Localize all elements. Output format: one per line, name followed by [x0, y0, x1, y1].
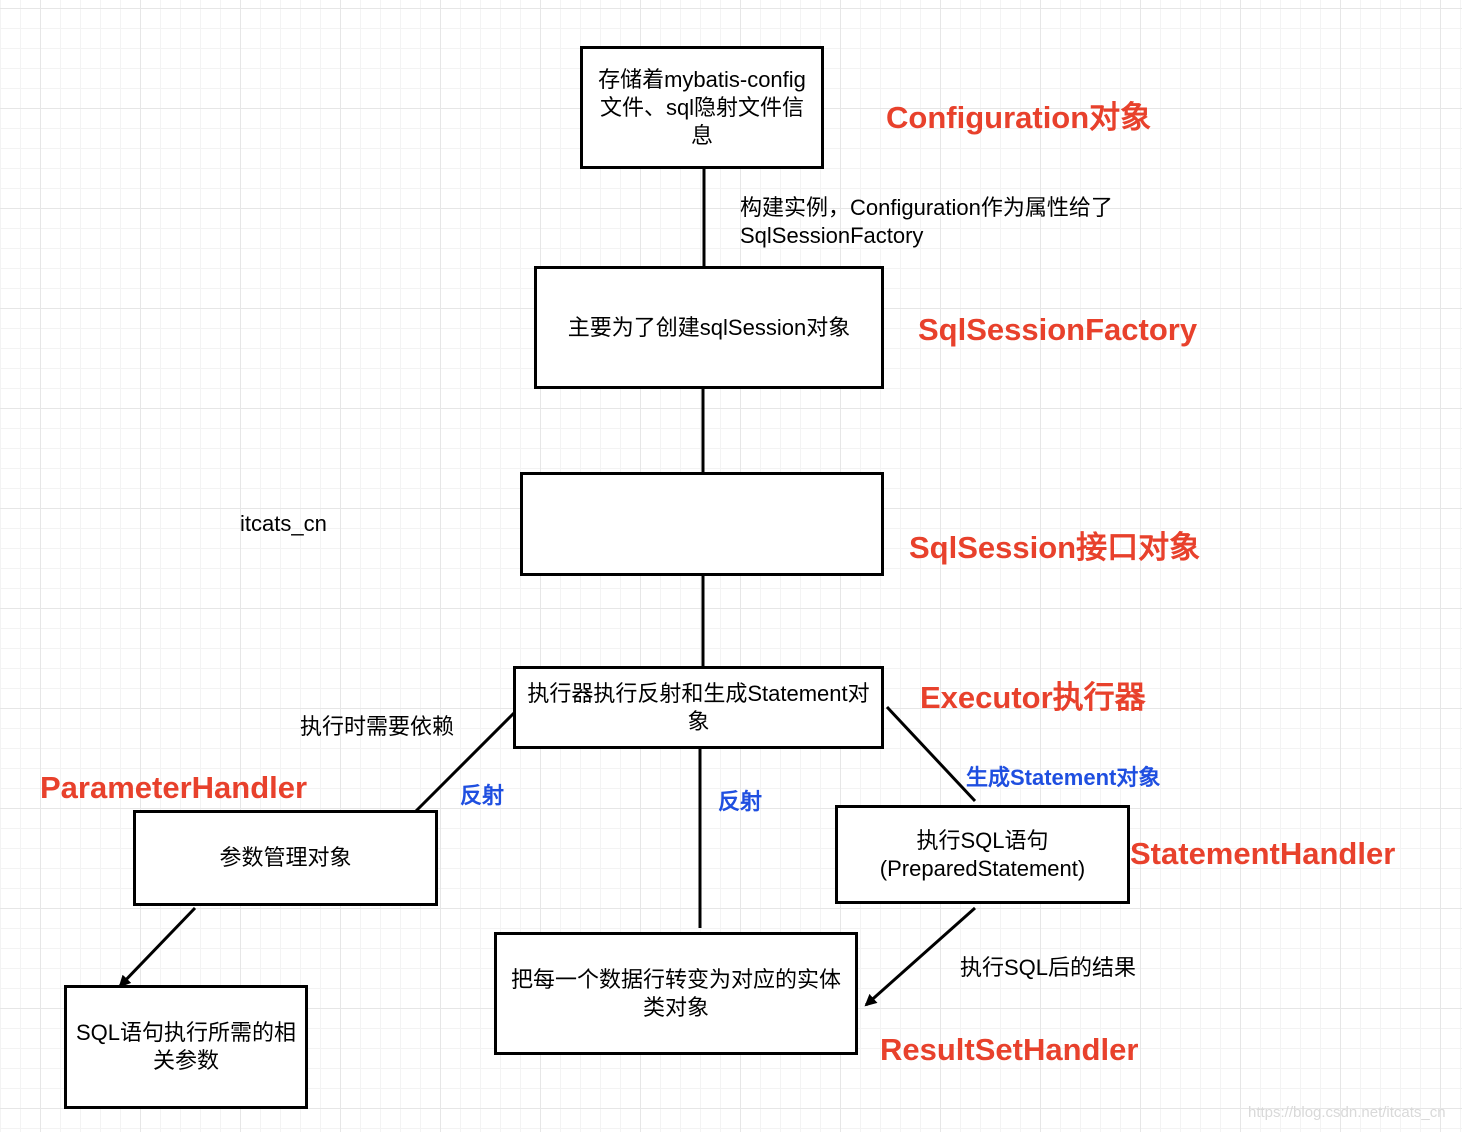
edge-label-gen-statement: 生成Statement对象	[966, 765, 1161, 790]
sqlsessionfactory-node-text: 主要为了创建sqlSession对象	[567, 314, 851, 340]
edge-executor-to-param	[414, 711, 516, 813]
statementhandler-node-text: 执行SQL语句(PreparedStatement)	[879, 827, 1086, 881]
executor-node-text: 执行器执行反射和生成Statement对象	[527, 680, 870, 734]
title-sqlsession: SqlSession接口对象	[909, 530, 1201, 565]
edge-label-dependency: 执行时需要依赖	[300, 714, 455, 739]
title-resultsethandler: ResultSetHandler	[880, 1032, 1139, 1067]
parameterhandler-node-text: 参数管理对象	[219, 845, 352, 870]
configuration-node[interactable]: 存储着mybatis-config文件、sql隐射文件信息	[580, 46, 824, 169]
resultsethandler-node-text: 把每一个数据行转变为对应的实体类对象	[510, 966, 841, 1020]
edge-label-reflect-middle: 反射	[718, 789, 763, 814]
title-executor: Executor执行器	[920, 680, 1146, 715]
sqlparams-node-text: SQL语句执行所需的相关参数	[75, 1020, 297, 1073]
edge-label-result: 执行SQL后的结果	[960, 955, 1137, 980]
sqlsession-node[interactable]	[520, 472, 884, 576]
configuration-node-text: 存储着mybatis-config文件、sql隐射文件信息	[598, 66, 806, 148]
parameterhandler-node[interactable]: 参数管理对象	[133, 810, 438, 906]
title-parameterhandler: ParameterHandler	[40, 770, 308, 805]
edge-label-build: 构建实例，Configuration作为属性给了SqlSessionFactor…	[740, 195, 1113, 248]
statementhandler-node[interactable]: 执行SQL语句(PreparedStatement)	[835, 805, 1130, 904]
sqlparams-node[interactable]: SQL语句执行所需的相关参数	[64, 985, 308, 1109]
watermark-text: https://blog.csdn.net/itcats_cn	[1248, 1104, 1446, 1121]
edge-statement-to-resultset	[864, 906, 976, 1007]
executor-node[interactable]: 执行器执行反射和生成Statement对象	[513, 666, 884, 749]
resultsethandler-node[interactable]: 把每一个数据行转变为对应的实体类对象	[494, 932, 858, 1055]
title-statementhandler: StatementHandler	[1130, 836, 1396, 871]
author-text: itcats_cn	[240, 511, 327, 536]
edge-executor-to-statement	[885, 705, 977, 803]
sqlsessionfactory-node[interactable]: 主要为了创建sqlSession对象	[534, 266, 884, 389]
edge-param-to-sqlparams	[118, 906, 197, 988]
title-configuration: Configuration对象	[886, 100, 1152, 135]
edge-label-reflect-left: 反射	[460, 783, 505, 808]
title-sqlsessionfactory: SqlSessionFactory	[918, 312, 1198, 347]
